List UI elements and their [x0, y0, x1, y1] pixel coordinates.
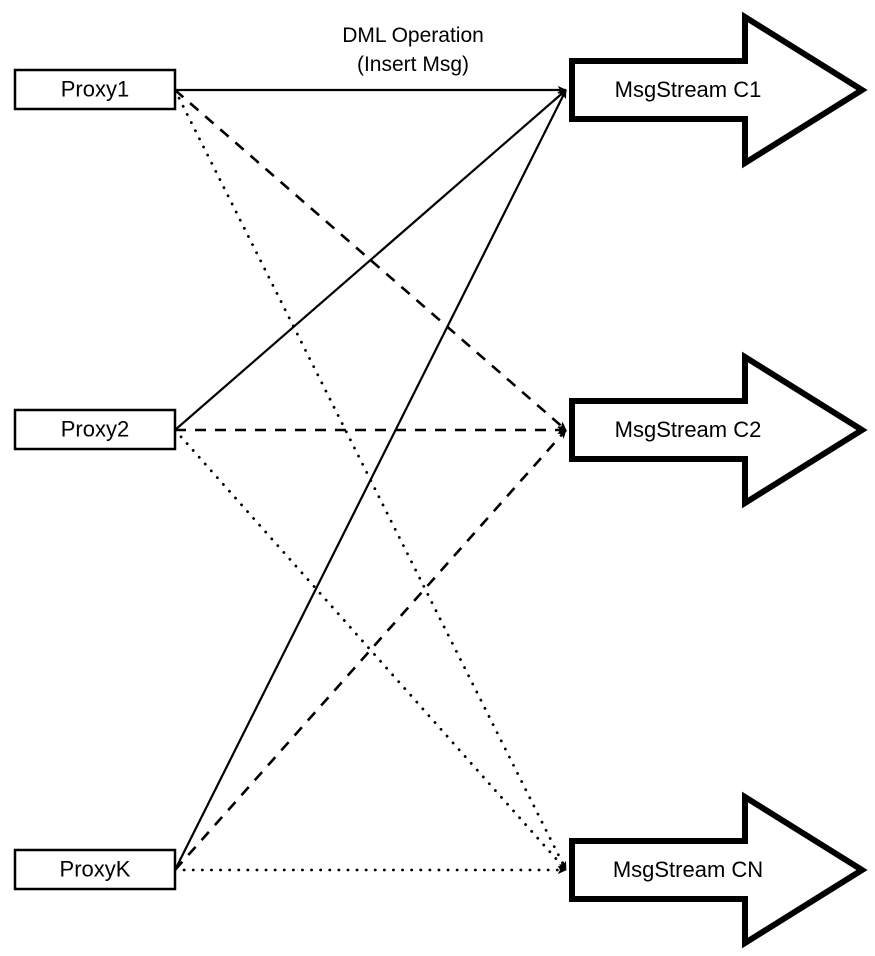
msgstream-cn-label: MsgStream CN [613, 857, 763, 882]
msgstream-c2-label: MsgStream C2 [615, 417, 762, 442]
link-proxy2-stream-cn[interactable] [173, 428, 568, 872]
proxy-node-proxyk[interactable]: ProxyK [13, 848, 177, 891]
proxy2-label: Proxy2 [61, 416, 129, 441]
msgstream-node-c2[interactable]: MsgStream C2 [569, 351, 868, 509]
msgstream-c1-label: MsgStream C1 [615, 77, 762, 102]
edge-label-dml-operation: DML Operation (Insert Msg) [342, 24, 484, 76]
proxy-node-proxy2[interactable]: Proxy2 [13, 408, 177, 451]
proxy1-label: Proxy1 [61, 76, 129, 101]
msgstream-node-cn[interactable]: MsgStream CN [569, 791, 868, 949]
msgstream-node-c1[interactable]: MsgStream C1 [569, 11, 868, 169]
link-proxyk-stream-c1[interactable] [174, 89, 567, 871]
link-layer [173, 85, 568, 875]
edge-label-line1: DML Operation [342, 24, 484, 47]
proxy2-box[interactable] [13, 408, 177, 451]
msgstream-c2-arrow-shape[interactable] [569, 351, 868, 509]
msgstream-c1-arrow-shape[interactable] [569, 11, 868, 169]
link-proxyk-stream-c2[interactable] [174, 429, 567, 871]
proxyk-box[interactable] [13, 848, 177, 891]
link-proxy1-stream-c2[interactable] [174, 89, 567, 431]
msgstream-nodes-layer: MsgStream C1 MsgStream C2 MsgStream CN [569, 11, 868, 949]
link-proxy2-stream-c1[interactable] [174, 89, 567, 431]
proxy1-box[interactable] [13, 68, 177, 111]
edge-label-line2: (Insert Msg) [357, 53, 469, 76]
proxyk-label: ProxyK [60, 856, 131, 881]
msgstream-cn-arrow-shape[interactable] [569, 791, 868, 949]
proxy-nodes-layer: Proxy1 Proxy2 ProxyK [13, 68, 177, 891]
proxy-node-proxy1[interactable]: Proxy1 [13, 68, 177, 111]
